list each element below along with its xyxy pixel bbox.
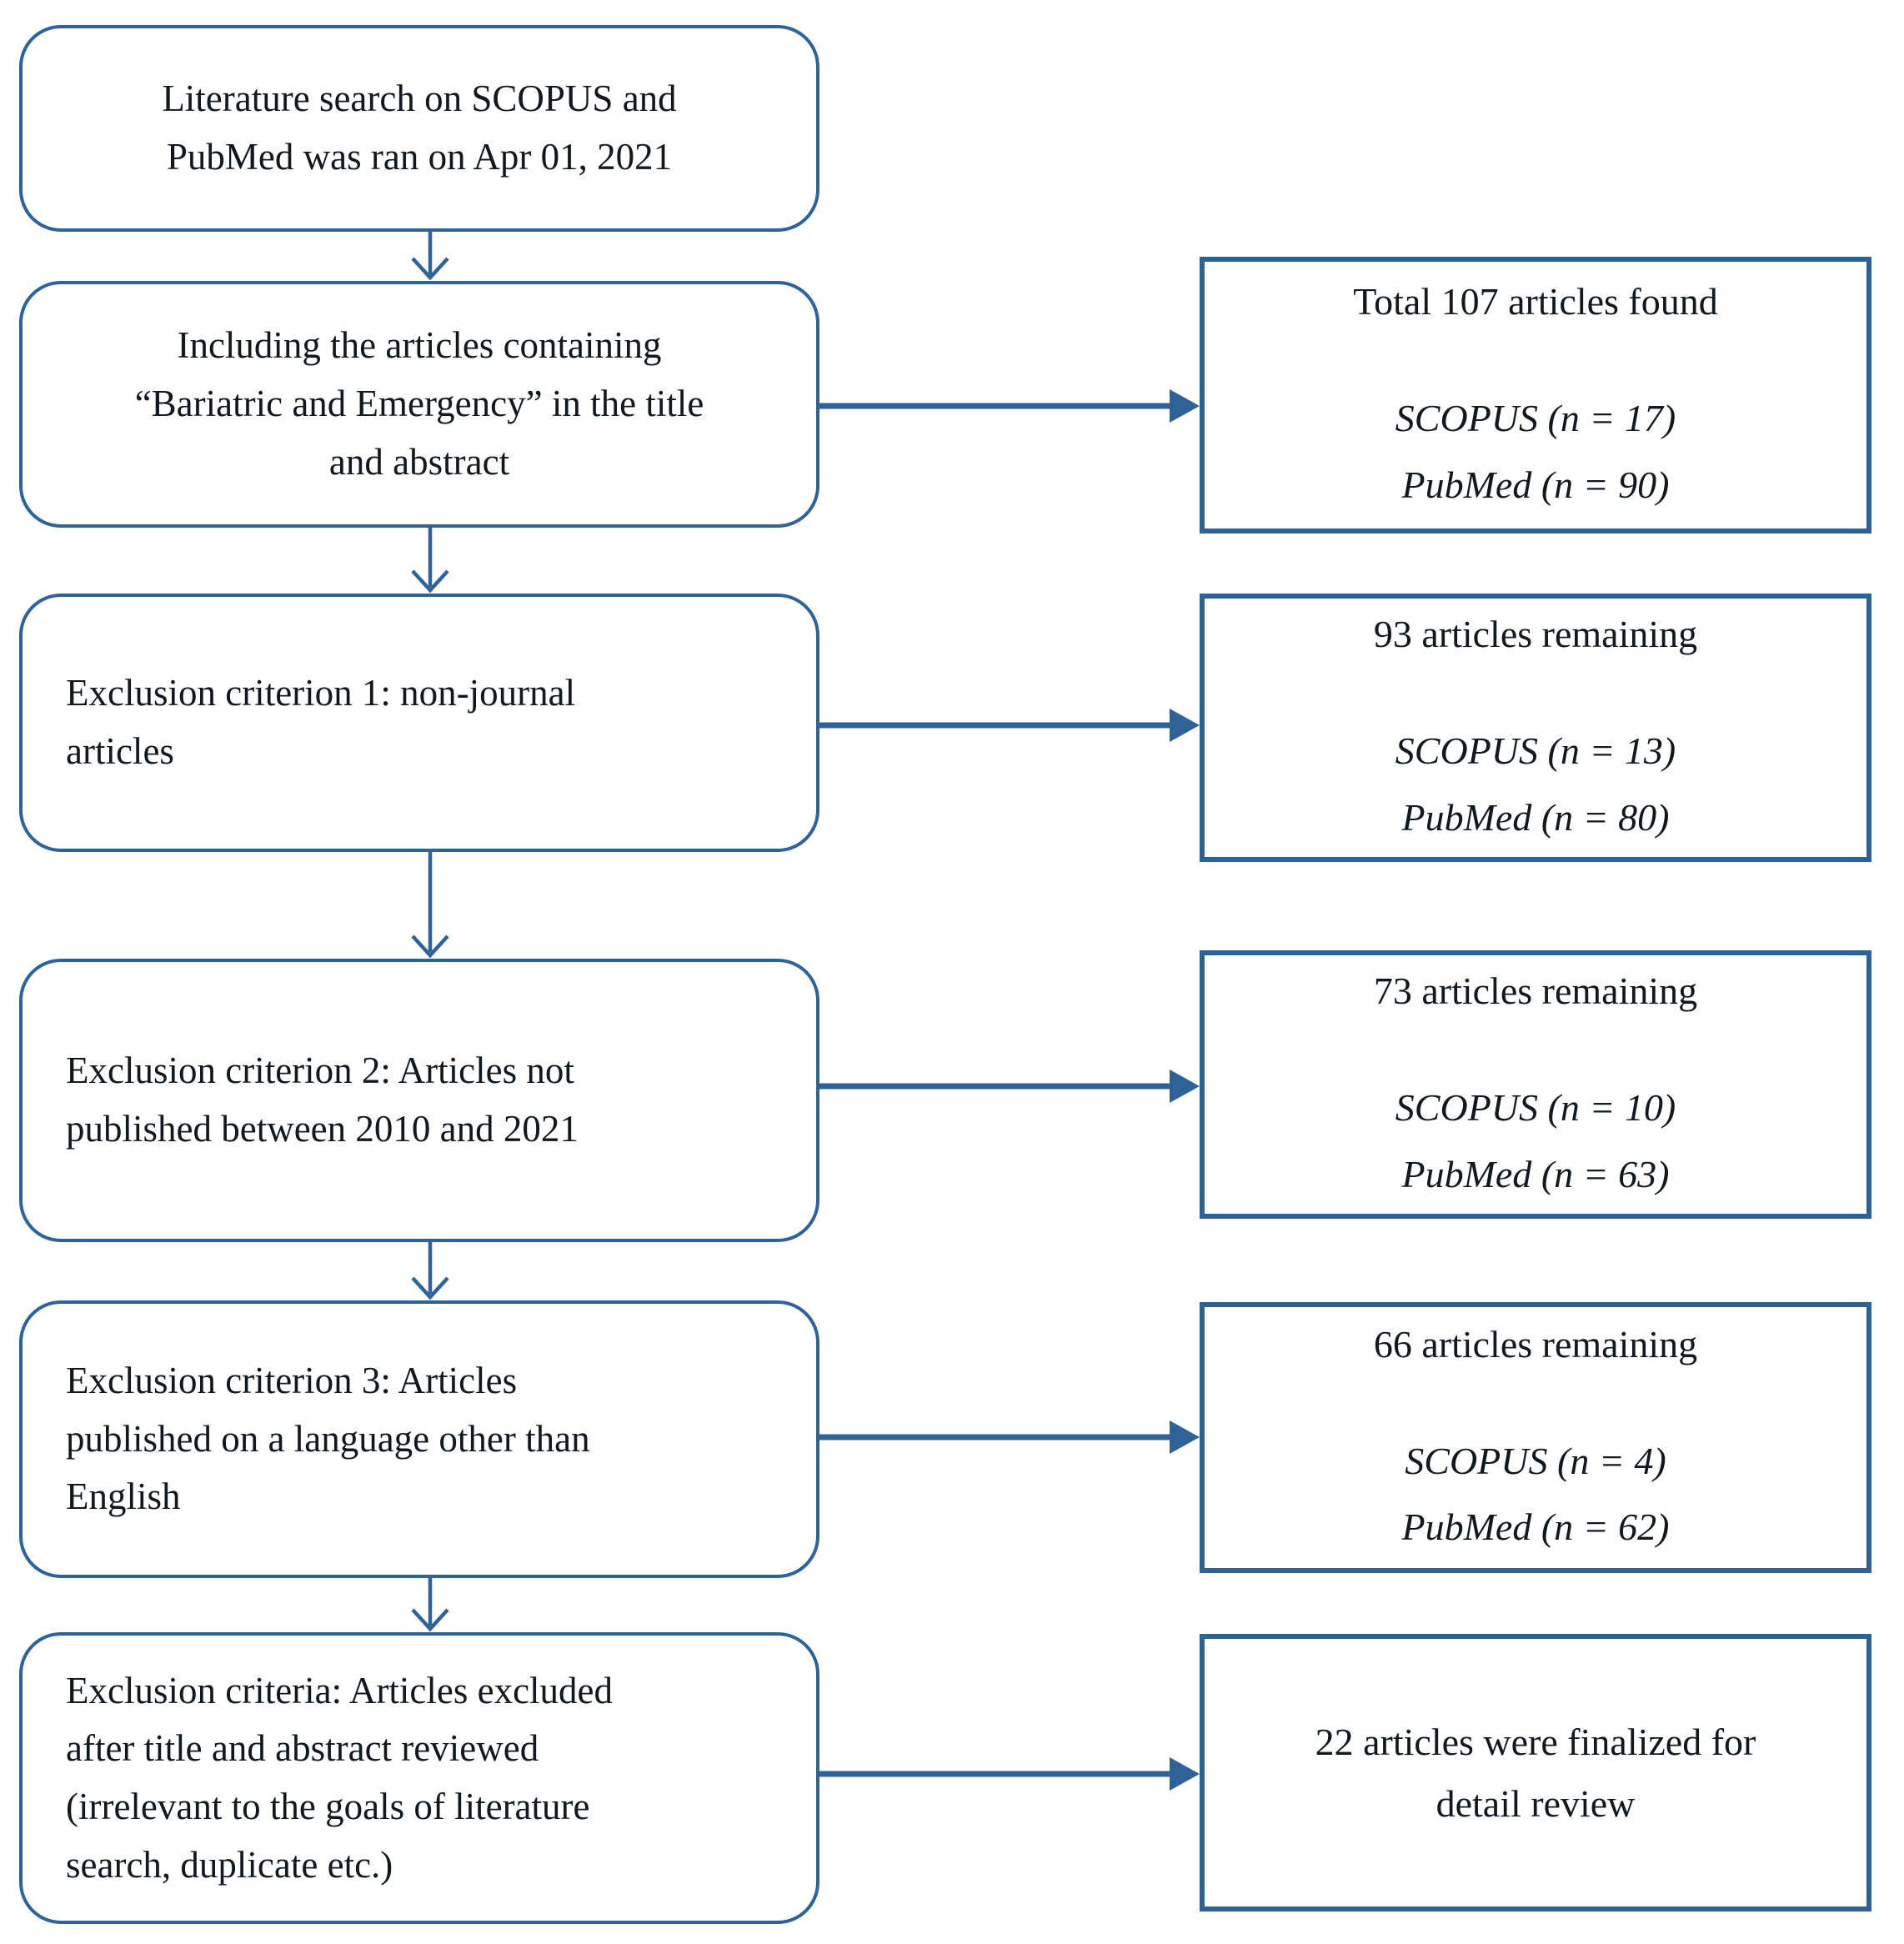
arrow-right-2 [819, 709, 1200, 742]
arrow-down-4 [411, 1242, 449, 1300]
box-exclusion-title-abstract: Exclusion criteria: Articles excluded af… [19, 1632, 819, 1924]
result-stats: SCOPUS (n = 10) PubMed (n = 63) [1395, 1086, 1676, 1195]
box-93-articles-remaining: 93 articles remaining SCOPUS (n = 13) Pu… [1200, 594, 1871, 862]
arrow-down-3 [411, 852, 449, 959]
result-title: 22 articles were finalized for detail re… [1315, 1720, 1756, 1825]
box-total-articles-found: Total 107 articles found SCOPUS (n = 17)… [1200, 257, 1871, 534]
arrow-right-5 [819, 1757, 1200, 1791]
box-finalized-articles: 22 articles were finalized for detail re… [1200, 1634, 1871, 1911]
box-exclusion-criterion-2: Exclusion criterion 2: Articles not publ… [19, 959, 819, 1242]
box-inclusion-keywords: Including the articles containing “Baria… [19, 281, 819, 528]
result-stats: SCOPUS (n = 17) PubMed (n = 90) [1395, 397, 1676, 506]
result-stats: SCOPUS (n = 13) PubMed (n = 80) [1395, 729, 1676, 839]
arrow-right-3 [819, 1070, 1200, 1103]
box-73-articles-remaining: 73 articles remaining SCOPUS (n = 10) Pu… [1200, 950, 1871, 1219]
arrow-down-5 [411, 1578, 449, 1632]
box-exclusion-criterion-1: Exclusion criterion 1: non-journal artic… [19, 594, 819, 852]
result-title: 93 articles remaining [1373, 613, 1698, 656]
box-66-articles-remaining: 66 articles remaining SCOPUS (n = 4) Pub… [1200, 1302, 1871, 1573]
result-title: Total 107 articles found [1353, 280, 1718, 323]
box-literature-search: Literature search on SCOPUS and PubMed w… [19, 25, 819, 232]
box-exclusion-criterion-3: Exclusion criterion 3: Articles publishe… [19, 1300, 819, 1578]
result-stats: SCOPUS (n = 4) PubMed (n = 62) [1401, 1439, 1670, 1548]
arrow-right-4 [819, 1420, 1200, 1454]
arrow-down-1 [411, 232, 449, 281]
result-title: 66 articles remaining [1373, 1322, 1698, 1365]
result-title: 73 articles remaining [1373, 969, 1698, 1013]
arrow-right-1 [819, 389, 1200, 423]
arrow-down-2 [411, 528, 449, 594]
